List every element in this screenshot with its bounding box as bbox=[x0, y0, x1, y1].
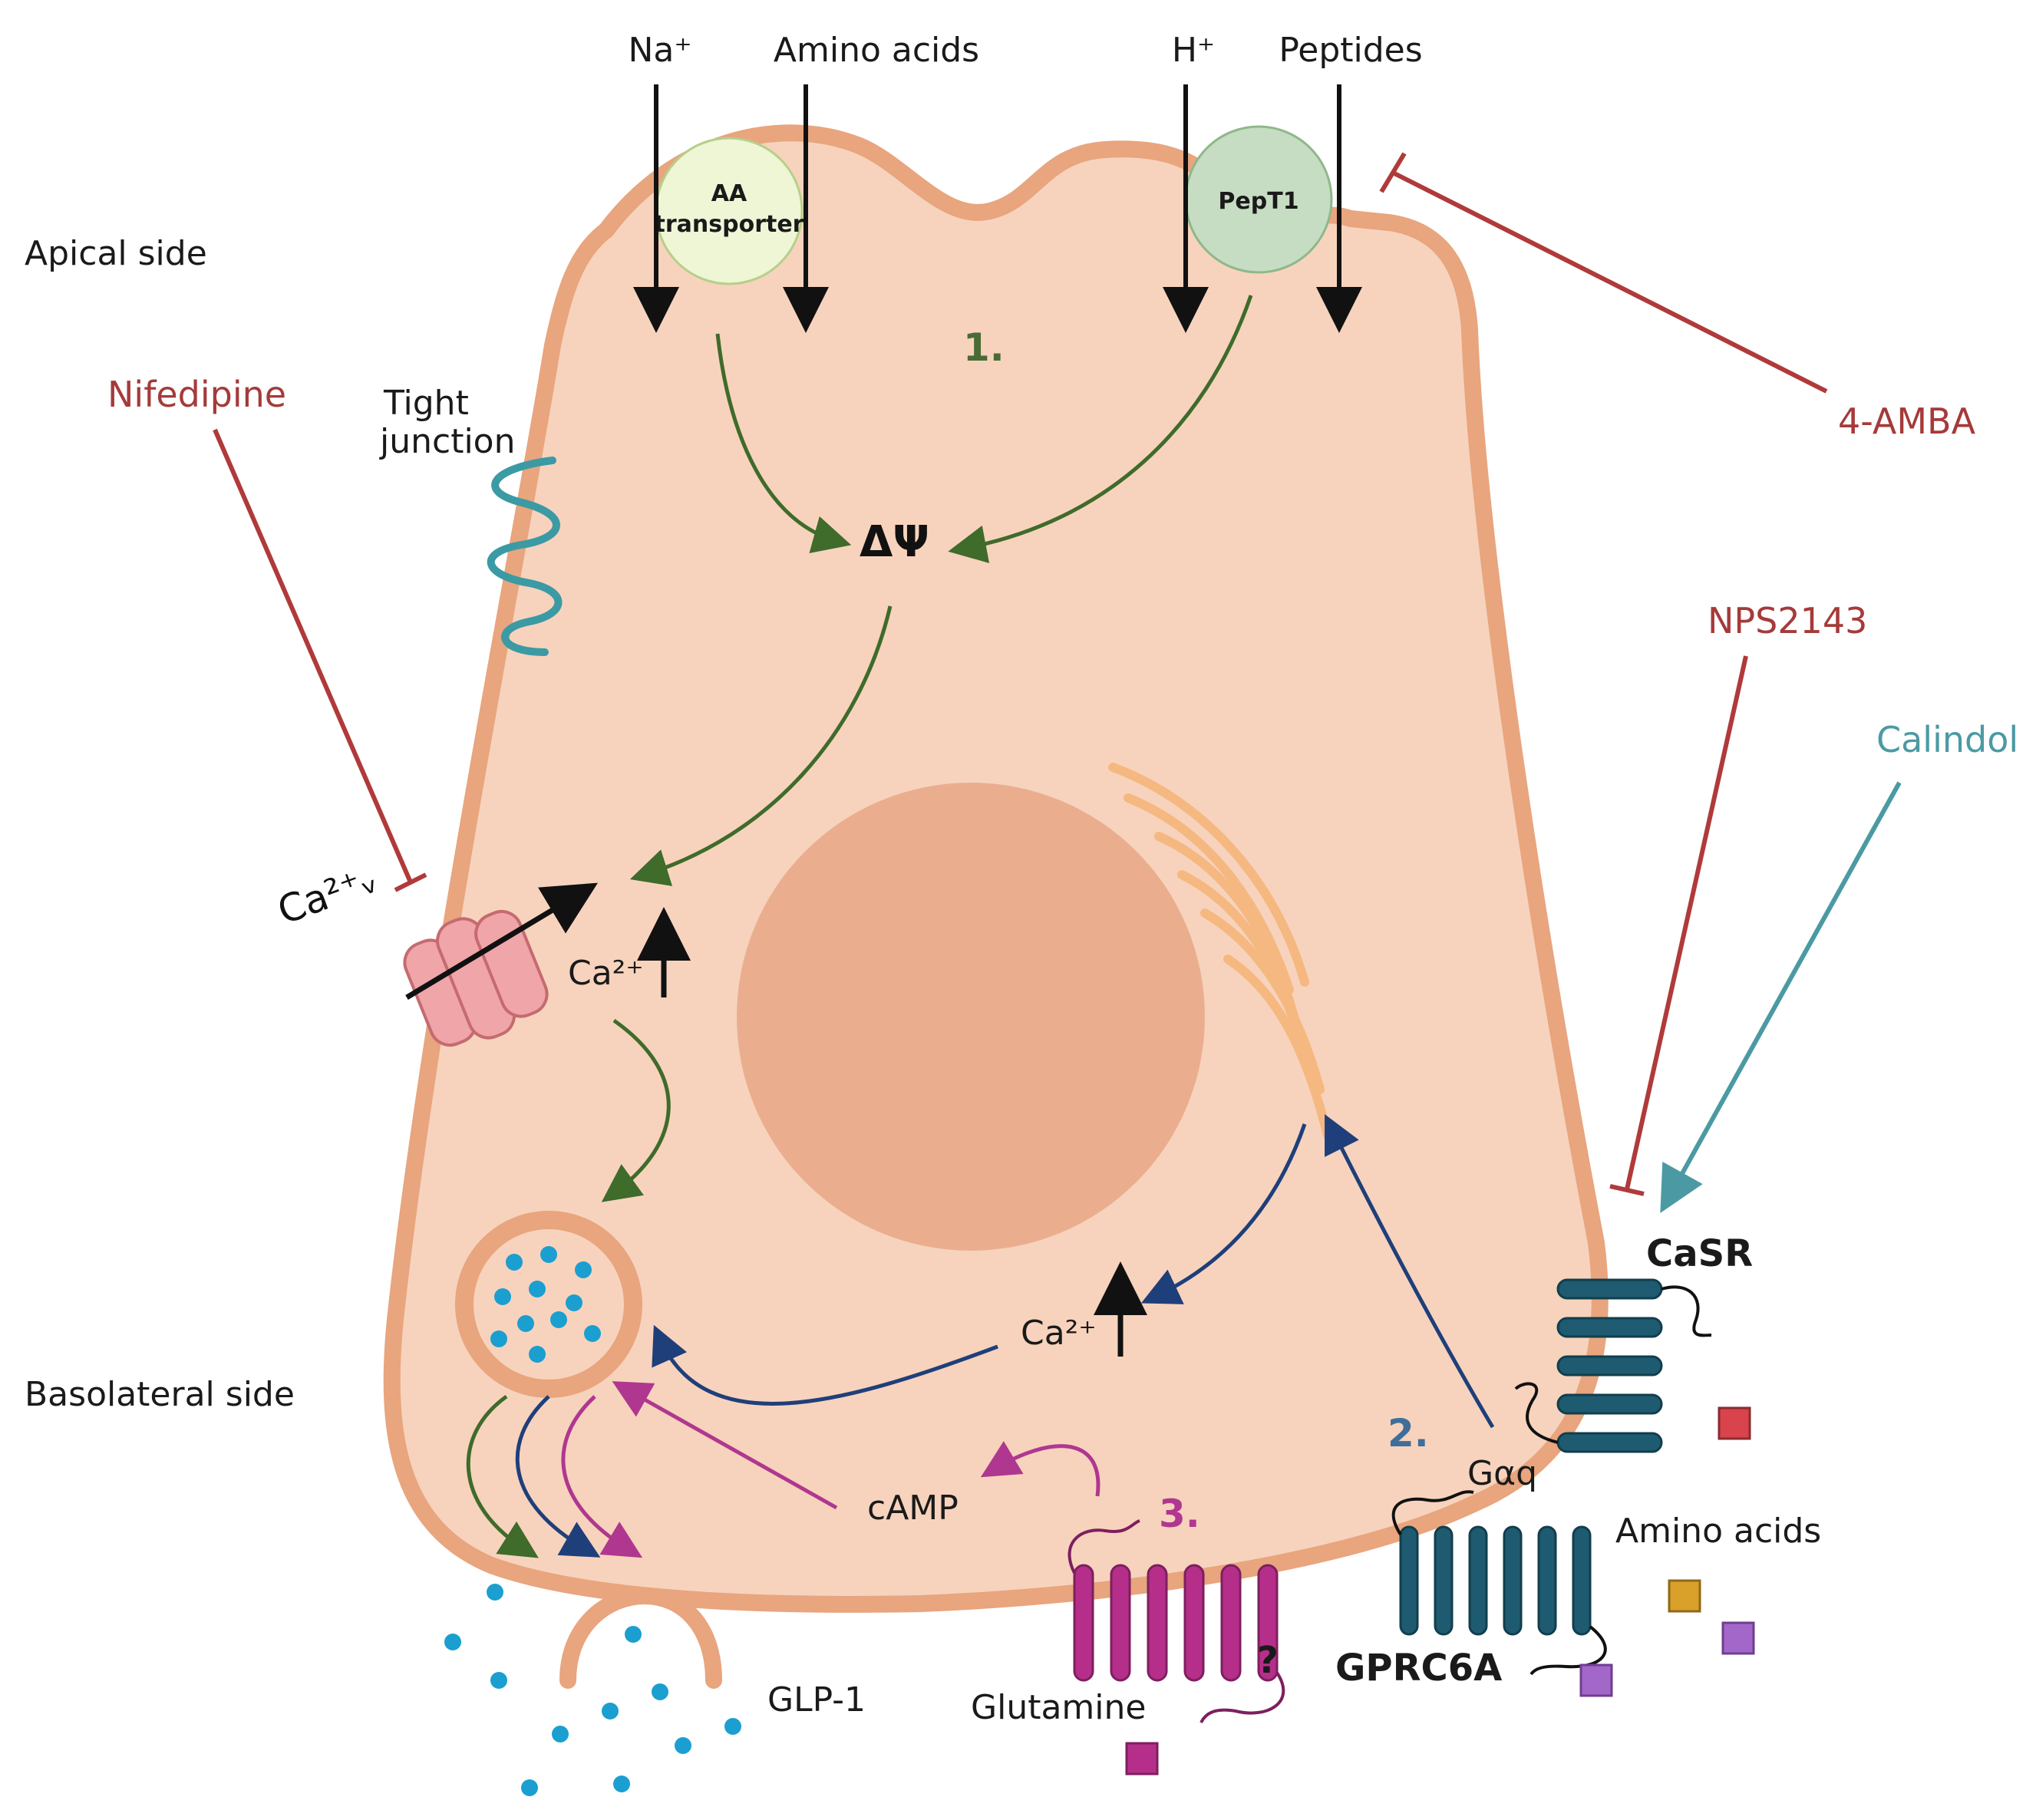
camp-to-vesicle-arrow bbox=[612, 1381, 838, 1510]
er-to-ca-arrow bbox=[1140, 1123, 1307, 1304]
ca-channel-influx-arrow bbox=[405, 882, 599, 1001]
ca-to-vesicle-blue-arrow bbox=[652, 1324, 998, 1406]
apical-side-label: Apical side bbox=[25, 234, 207, 273]
ligand-orange-square bbox=[1668, 1579, 1701, 1613]
gprc6a-label: GPRC6A bbox=[1335, 1647, 1502, 1690]
amba-inhibition-bar bbox=[1379, 152, 1407, 193]
gprc6a-to-er-arrow bbox=[1325, 1114, 1495, 1429]
peptides-label: Peptides bbox=[1279, 31, 1422, 70]
ca-mid-label: Ca²⁺ bbox=[568, 954, 644, 993]
released-glp1-dots bbox=[444, 1584, 741, 1796]
aa-transporter-label-1: AA bbox=[711, 180, 747, 207]
aa-transporter-label-2: transporter bbox=[655, 211, 804, 238]
amba-inhibition-line bbox=[1391, 170, 1828, 394]
gprc6a-receptor-icon bbox=[1399, 1525, 1592, 1636]
ca-v-label: Ca²⁺ᵥ bbox=[272, 856, 383, 933]
tight-junction-label-2: junction bbox=[379, 422, 515, 461]
amino-acids-top-label: Amino acids bbox=[774, 31, 979, 70]
pept1-label: PepT1 bbox=[1218, 188, 1298, 215]
glp1-vesicle-icon bbox=[455, 1211, 642, 1398]
glutamine-receptor-icon bbox=[1073, 1564, 1279, 1682]
step-2-label: 2. bbox=[1388, 1411, 1429, 1456]
calindol-activation-arrow bbox=[1660, 781, 1902, 1213]
nifedipine-inhibition-bar bbox=[394, 872, 427, 892]
exocytosis-icon bbox=[559, 1587, 722, 1689]
secretion-pink-arrow bbox=[561, 1395, 643, 1558]
calindol-label: Calindol bbox=[1876, 719, 2018, 760]
basolateral-side-label: Basolateral side bbox=[25, 1375, 295, 1414]
gaq-label: Gαq bbox=[1467, 1454, 1537, 1493]
ligand-red-square bbox=[1718, 1406, 1751, 1440]
nucleus-icon bbox=[737, 783, 1205, 1251]
question-mark-label: ? bbox=[1257, 1639, 1279, 1682]
amino-acids-bottom-label: Amino acids bbox=[1615, 1512, 1821, 1551]
amba-label: 4-AMBA bbox=[1838, 401, 1976, 442]
ligand-magenta-square bbox=[1125, 1742, 1159, 1775]
deltapsi-to-ca-arrow bbox=[629, 605, 893, 886]
ca-to-vesicle-green-arrow bbox=[601, 1018, 671, 1202]
camp-label: cAMP bbox=[867, 1489, 959, 1528]
calcium-channel-icon bbox=[403, 909, 549, 1047]
nifedipine-inhibition-line bbox=[213, 428, 413, 884]
casr-ctail bbox=[1514, 1382, 1559, 1444]
casr-tail bbox=[1661, 1285, 1712, 1337]
gprc6a-ntail bbox=[1391, 1490, 1474, 1536]
nps2143-inhibition-bar bbox=[1609, 1184, 1645, 1196]
nps2143-inhibition-line bbox=[1625, 655, 1748, 1190]
ligand-purple-square-1 bbox=[1721, 1621, 1755, 1655]
casr-label: CaSR bbox=[1646, 1232, 1753, 1275]
glutamine-receptor-ntail bbox=[1067, 1519, 1140, 1574]
tight-junction-icon bbox=[487, 457, 563, 656]
h-label: H⁺ bbox=[1172, 31, 1215, 70]
na-label: Na⁺ bbox=[628, 31, 691, 70]
nps2143-label: NPS2143 bbox=[1708, 600, 1867, 641]
delta-psi-label: ΔΨ bbox=[860, 517, 929, 567]
secretion-blue-arrow bbox=[515, 1395, 601, 1558]
glutamine-label: Glutamine bbox=[971, 1688, 1146, 1727]
glp1-label: GLP-1 bbox=[767, 1680, 866, 1719]
ca-low-label: Ca²⁺ bbox=[1021, 1314, 1097, 1353]
nifedipine-label: Nifedipine bbox=[107, 374, 286, 415]
step-3-label: 3. bbox=[1159, 1492, 1200, 1536]
step-1-label: 1. bbox=[963, 325, 1005, 370]
secretion-green-arrow bbox=[466, 1394, 539, 1558]
glutamine-receptor-ctail bbox=[1199, 1671, 1285, 1723]
gprc6a-ctail bbox=[1529, 1625, 1607, 1676]
receptor-to-camp-arrow bbox=[980, 1441, 1100, 1497]
pept1-to-deltapsi-arrow bbox=[948, 295, 1253, 563]
tight-junction-label-1: Tight bbox=[383, 384, 469, 423]
golgi-icon bbox=[1108, 763, 1332, 1140]
aa-to-deltapsi-arrow bbox=[715, 333, 852, 554]
ligand-purple-square-2 bbox=[1579, 1663, 1613, 1697]
